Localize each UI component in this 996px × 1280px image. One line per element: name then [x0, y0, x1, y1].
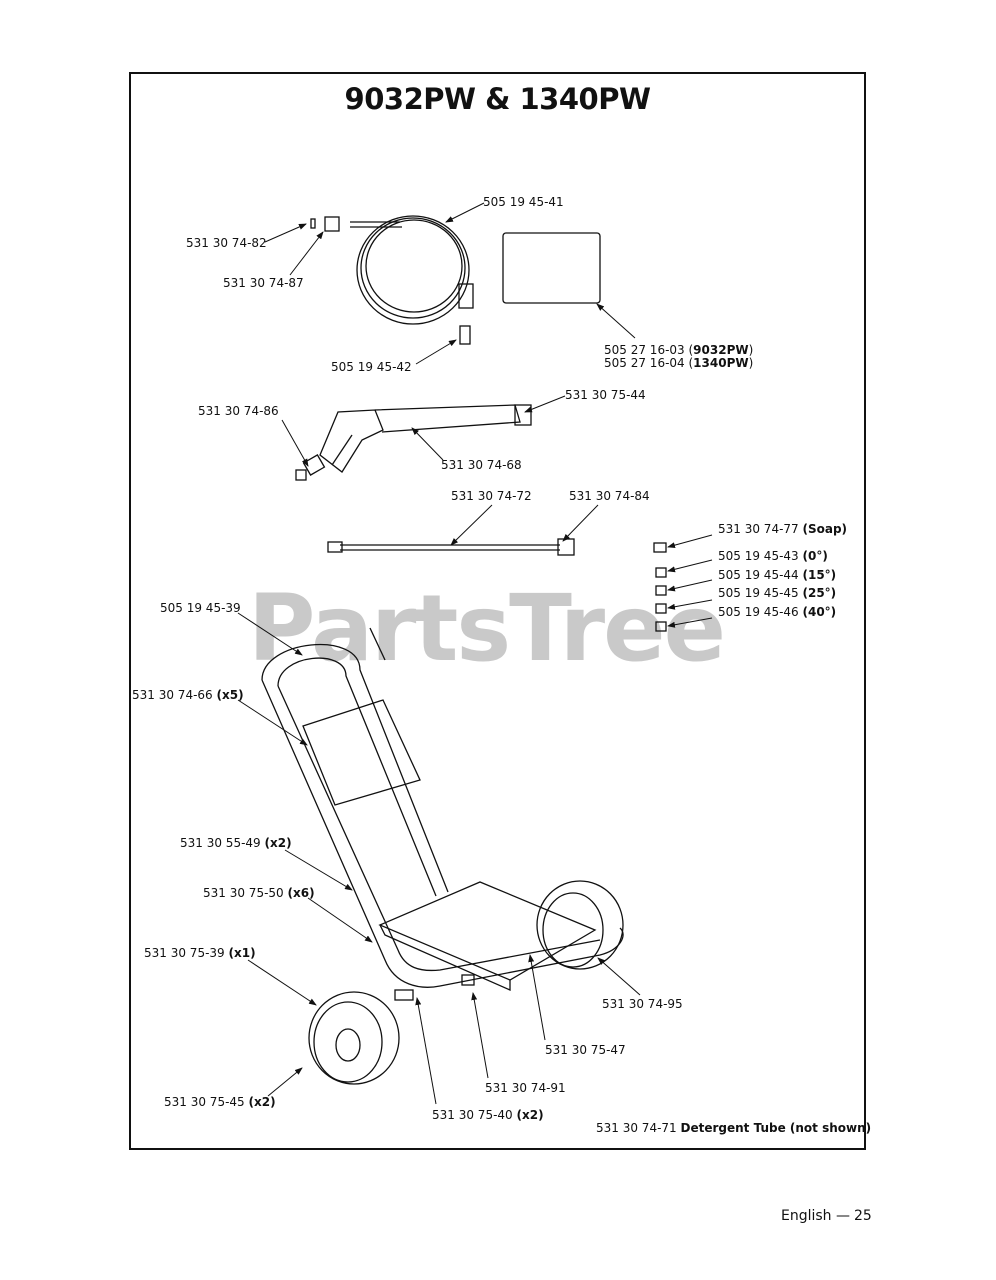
label-part-21: 531 30 74-71 Detergent Tube (not shown) — [596, 1121, 871, 1135]
label-part-15-number: 531 30 75-39 — [144, 946, 225, 960]
label-part-18: 531 30 74-91 — [485, 1081, 566, 1095]
label-part-12-number: 531 30 74-66 — [132, 688, 213, 702]
label-part-14-number: 531 30 75-50 — [203, 886, 284, 900]
label-nozzle-0-type: (0°) — [802, 549, 828, 563]
label-part-5a: 505 27 16-03 (9032PW) — [604, 343, 754, 357]
diagram-title: 9032PW & 1340PW — [344, 82, 651, 116]
label-part-2: 531 30 74-87 — [223, 276, 304, 290]
lance-drawing — [327, 538, 575, 556]
spray-gun-drawing — [295, 404, 532, 481]
nozzles-drawing — [653, 542, 667, 632]
label-part-17: 531 30 75-47 — [545, 1043, 626, 1057]
leader-lines — [237, 202, 713, 1105]
label-nozzle-25: 505 19 45-45 (25°) — [718, 586, 836, 600]
label-part-12: 531 30 74-66 (x5) — [132, 688, 244, 702]
label-part-13-qty: (x2) — [264, 836, 292, 850]
label-part-19: 531 30 75-45 (x2) — [164, 1095, 276, 1109]
page-footer: English —25 — [777, 1208, 872, 1224]
label-nozzle-15-type: (15°) — [802, 568, 837, 582]
manual-drawing — [502, 232, 601, 304]
label-nozzle-15: 505 19 45-44 (15°) — [718, 568, 836, 582]
label-nozzle-40-type: (40°) — [802, 605, 837, 619]
label-part-5b: 505 27 16-04 (1340PW) — [604, 356, 754, 370]
label-part-20: 531 30 75-40 (x2) — [432, 1108, 544, 1122]
label-nozzle-soap-number: 531 30 74-77 — [718, 522, 799, 536]
hose-drawing — [310, 215, 474, 345]
cart-drawing — [261, 627, 624, 991]
label-part-13: 531 30 55-49 (x2) — [180, 836, 292, 850]
label-part-13-number: 531 30 55-49 — [180, 836, 261, 850]
label-part-8: 531 30 74-68 — [441, 458, 522, 472]
label-part-19-qty: (x2) — [248, 1095, 276, 1109]
label-part-5a-model: 9032PW — [693, 343, 749, 357]
label-nozzle-40: 505 19 45-46 (40°) — [718, 605, 836, 619]
label-part-14: 531 30 75-50 (x6) — [203, 886, 315, 900]
label-part-21-number: 531 30 74-71 — [596, 1121, 677, 1135]
label-part-20-number: 531 30 75-40 — [432, 1108, 513, 1122]
label-nozzle-0: 505 19 45-43 (0°) — [718, 549, 828, 563]
label-part-1: 531 30 74-82 — [186, 236, 267, 250]
diagram-frame — [129, 72, 866, 1150]
label-part-10: 531 30 74-84 — [569, 489, 650, 503]
label-part-5b-model: 1340PW — [693, 356, 749, 370]
label-nozzle-0-number: 505 19 45-43 — [718, 549, 799, 563]
label-part-5a-number: 505 27 16-03 ( — [604, 343, 694, 357]
label-part-15-qty: (x1) — [228, 946, 256, 960]
footer-language: English — — [781, 1208, 851, 1224]
label-nozzle-25-type: (25°) — [802, 586, 837, 600]
label-part-15: 531 30 75-39 (x1) — [144, 946, 256, 960]
label-nozzle-40-number: 505 19 45-46 — [718, 605, 799, 619]
label-part-19-number: 531 30 75-45 — [164, 1095, 245, 1109]
label-part-5b-number: 505 27 16-04 ( — [604, 356, 694, 370]
wheels-drawing — [308, 880, 624, 1085]
label-part-11: 505 19 45-39 — [160, 601, 241, 615]
label-part-7: 531 30 75-44 — [565, 388, 646, 402]
label-part-3: 505 19 45-41 — [483, 195, 564, 209]
label-part-14-qty: (x6) — [287, 886, 315, 900]
label-nozzle-soap-type: (Soap) — [802, 522, 848, 536]
page-number: 25 — [854, 1208, 872, 1224]
label-nozzle-15-number: 505 19 45-44 — [718, 568, 799, 582]
label-nozzle-25-number: 505 19 45-45 — [718, 586, 799, 600]
label-part-4: 505 19 45-42 — [331, 360, 412, 374]
watermark: PartsTree — [248, 575, 726, 682]
label-part-12-qty: (x5) — [216, 688, 244, 702]
label-part-9: 531 30 74-72 — [451, 489, 532, 503]
label-part-16: 531 30 74-95 — [602, 997, 683, 1011]
label-part-6: 531 30 74-86 — [198, 404, 279, 418]
label-part-20-qty: (x2) — [516, 1108, 544, 1122]
label-part-21-desc: Detergent Tube (not shown) — [680, 1121, 872, 1135]
label-nozzle-soap: 531 30 74-77 (Soap) — [718, 522, 847, 536]
